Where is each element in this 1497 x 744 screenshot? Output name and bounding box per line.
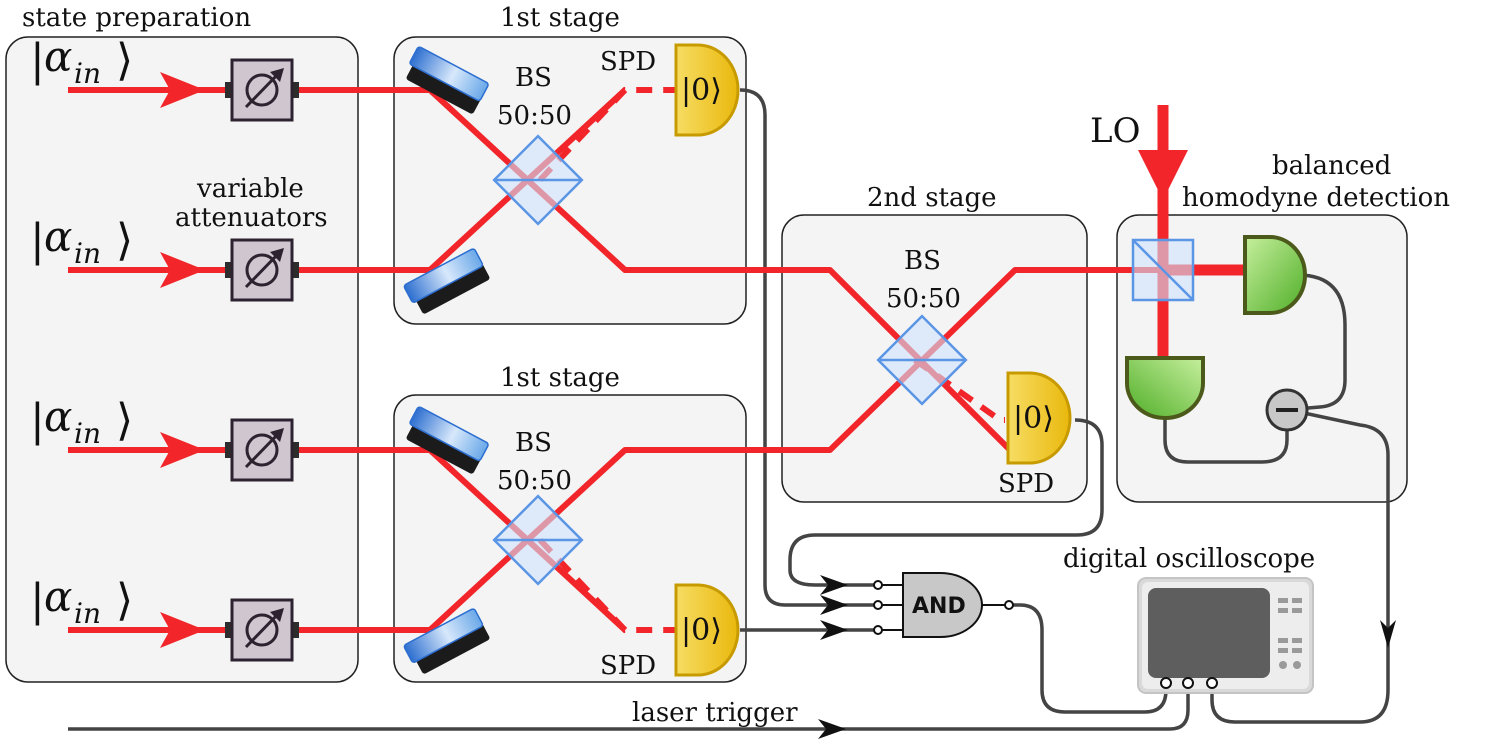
- attenuator-3: [225, 418, 299, 482]
- svg-text:|: |: [30, 575, 45, 626]
- svg-text:⟩: ⟩: [116, 575, 133, 626]
- mirror-4: [403, 608, 490, 674]
- attenuators-label: attenuators: [175, 203, 328, 233]
- beam-splitter-stage2: [876, 314, 968, 406]
- bhd-title-line1: balanced: [1272, 151, 1391, 181]
- digital-oscilloscope: [1137, 577, 1314, 694]
- wiring: [68, 88, 1390, 731]
- spd-label-bottom: SPD: [600, 651, 656, 681]
- alpha-symbol: α: [44, 392, 72, 441]
- bs-label-bottom: BS: [515, 428, 552, 458]
- spd-detector-1: |0⟩: [674, 43, 740, 137]
- input-state-1: | α in ⟩: [30, 32, 133, 90]
- alpha-symbol: α: [44, 572, 72, 621]
- input-state-3: | α in ⟩: [30, 392, 133, 450]
- bs-ratio-stage2: 50:50: [886, 284, 961, 314]
- spd-detector-3: |0⟩: [1006, 371, 1072, 465]
- wire-bhd-scope: [1210, 408, 1390, 724]
- oscilloscope-label: digital oscilloscope: [1063, 544, 1315, 574]
- wire-and-scope: [1010, 603, 1168, 714]
- svg-text:⟩: ⟩: [116, 215, 133, 266]
- bs-label-stage2: BS: [904, 246, 941, 276]
- mirror-2: [403, 248, 490, 314]
- variable-label: variable: [196, 174, 304, 204]
- mirror-3: [406, 406, 489, 474]
- stage1-top-title: 1st stage: [500, 3, 620, 33]
- alpha-symbol: α: [44, 212, 72, 261]
- spd-label-top: SPD: [600, 47, 656, 77]
- beam-splitter-bottom: [492, 494, 584, 586]
- lo-arrow: [1138, 150, 1188, 200]
- stage2-title: 2nd stage: [867, 183, 997, 213]
- laser-trigger-label: laser trigger: [632, 698, 798, 728]
- wire-arrowheads: [818, 575, 1396, 739]
- wire-spd2-and: [788, 418, 1104, 587]
- beam-splitter-bhd: [1131, 238, 1195, 302]
- and-gate: AND: [873, 572, 1014, 638]
- alpha-subscript: in: [74, 417, 101, 450]
- spd2-ket: |0⟩: [681, 613, 722, 648]
- bhd-photodiode-right: [1243, 235, 1307, 315]
- svg-text:|: |: [30, 395, 45, 446]
- state-preparation-box: [5, 36, 359, 683]
- alpha-subscript: in: [74, 237, 101, 270]
- bhd-title-line2: homodyne detection: [1182, 183, 1450, 213]
- spd3-ket: |0⟩: [1013, 401, 1054, 436]
- spd-detector-2: |0⟩: [674, 583, 740, 677]
- subtractor: [1265, 388, 1309, 432]
- lo-label: LO: [1090, 111, 1140, 151]
- input-state-4: | α in ⟩: [30, 572, 133, 630]
- svg-text:⟩: ⟩: [116, 35, 133, 86]
- wire-pd2-sub: [1163, 415, 1289, 464]
- and-gate-label: AND: [912, 594, 966, 619]
- attenuator-2: [225, 238, 299, 302]
- spd1-ket: |0⟩: [681, 73, 722, 108]
- state-preparation-title: state preparation: [22, 3, 251, 33]
- alpha-subscript: in: [74, 597, 101, 630]
- stage1-bottom-title: 1st stage: [500, 363, 620, 393]
- svg-text:|: |: [30, 215, 45, 266]
- wire-pd1-sub: [1297, 273, 1347, 410]
- attenuator-1: [225, 58, 299, 122]
- beam-splitter-top: [492, 134, 584, 226]
- bhd-photodiode-bottom: [1125, 356, 1205, 420]
- attenuator-4: [225, 598, 299, 662]
- alpha-subscript: in: [74, 57, 101, 90]
- wire-spd1-and: [739, 88, 875, 607]
- alpha-symbol: α: [44, 32, 72, 81]
- spd-label-stage2: SPD: [998, 469, 1054, 499]
- svg-text:|: |: [30, 35, 45, 86]
- bs-ratio-top: 50:50: [497, 101, 572, 131]
- bs-ratio-bottom: 50:50: [497, 466, 572, 496]
- input-state-2: | α in ⟩: [30, 212, 133, 270]
- oscilloscope-screen: [1148, 588, 1270, 678]
- input-arrows: [160, 72, 205, 648]
- wire-trigger: [68, 683, 1190, 731]
- bs-label-top: BS: [515, 63, 552, 93]
- svg-text:⟩: ⟩: [116, 395, 133, 446]
- mirror-1: [406, 46, 489, 114]
